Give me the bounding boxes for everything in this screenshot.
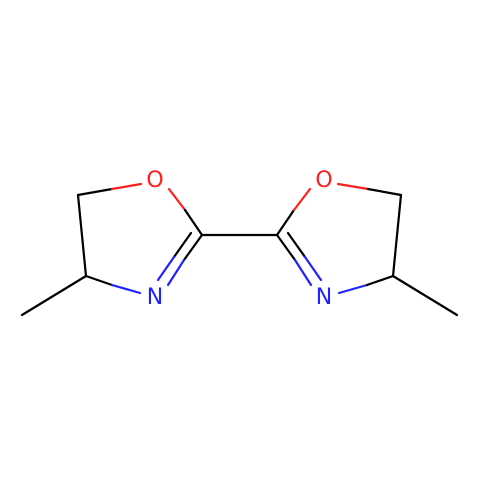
bond-c2-n1-left-double-b-blue — [156, 255, 176, 282]
atom-n1-label: N — [147, 285, 163, 310]
bond-c4-methyl-right — [391, 274, 459, 317]
bond-c4-n1-left-black — [84, 274, 114, 287]
bond-o2-c5-right-red — [336, 182, 370, 191]
bond-c2prime-n2-double-a-black — [275, 233, 297, 262]
bond-c5-o1-left-black — [76, 187, 114, 197]
bond-c2-n1-left-double-a-black — [182, 233, 204, 262]
bond-methyl-c4-left — [20, 274, 88, 317]
bond-c5-o1-left-red — [110, 182, 143, 191]
bond-c5-c4-right — [391, 193, 403, 278]
bond-o1-c2-left-red — [167, 187, 187, 212]
bond-c4-n1-left-blue — [110, 283, 142, 295]
bond-c2prime-n2-double-b-blue — [303, 255, 323, 282]
bond-c2prime-o2-red — [292, 187, 312, 212]
bond-o2-c5-right-black — [366, 187, 403, 197]
bond-c2prime-n2-double-a-blue — [293, 258, 313, 287]
bond-c2prime-n2-double-b-black — [286, 231, 307, 259]
bond-n2-c4-right-black — [365, 274, 395, 287]
bond-c2-n1-left-double-b-black — [172, 231, 193, 259]
bond-c2-n1-left-double-a-blue — [166, 258, 186, 287]
bond-o1-c2-left-black — [183, 208, 204, 237]
bond-c4-c5-left — [76, 193, 88, 278]
atom-o1-label: O — [146, 168, 163, 193]
atom-o2-label: O — [315, 168, 332, 193]
atom-n2-label: N — [316, 285, 332, 310]
bond-c2prime-o2-black — [275, 208, 296, 237]
bond-n2-c4-right-blue — [337, 283, 369, 295]
